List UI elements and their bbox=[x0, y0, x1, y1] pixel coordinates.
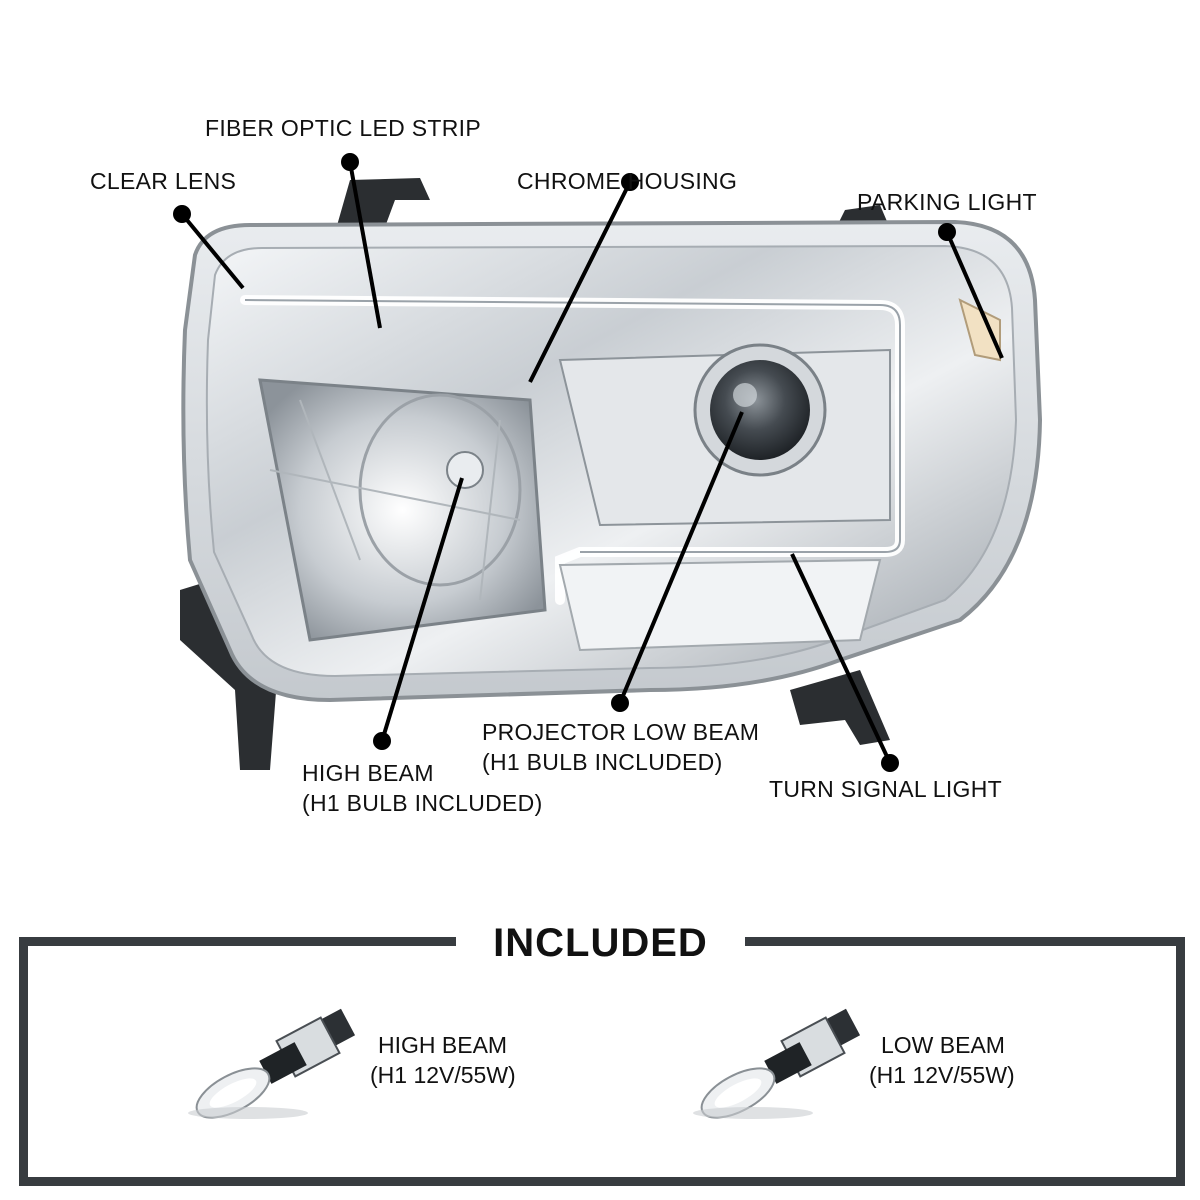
label-parking-light: PARKING LIGHT bbox=[857, 189, 1037, 215]
turn-signal-area bbox=[558, 558, 882, 652]
high-beam-reflector bbox=[258, 378, 547, 642]
included-frame-top-left bbox=[19, 937, 456, 946]
h1-bulb-icon bbox=[188, 1008, 356, 1119]
label-high-beam: HIGH BEAM (H1 BULB INCLUDED) bbox=[302, 758, 543, 818]
label-projector-line2: (H1 BULB INCLUDED) bbox=[482, 749, 723, 775]
parking-light-reflector bbox=[958, 298, 1001, 362]
h1-bulb-icon bbox=[693, 1008, 861, 1119]
included-frame-top-right bbox=[745, 937, 1176, 946]
label-projector-line1: PROJECTOR LOW BEAM bbox=[482, 719, 760, 745]
label-fiber-optic-led-strip: FIBER OPTIC LED STRIP bbox=[205, 115, 481, 141]
callout-leaders bbox=[173, 153, 1004, 772]
included-item-low-beam: LOW BEAM (H1 12V/55W) bbox=[869, 1030, 1015, 1090]
included-high-beam-line2: (H1 12V/55W) bbox=[370, 1062, 516, 1088]
included-low-beam-line1: LOW BEAM bbox=[881, 1032, 1005, 1058]
included-item-high-beam: HIGH BEAM (H1 12V/55W) bbox=[370, 1030, 516, 1090]
included-title: INCLUDED bbox=[493, 921, 708, 965]
included-low-beam-line2: (H1 12V/55W) bbox=[869, 1062, 1015, 1088]
label-chrome-housing: CHROME HOUSING bbox=[517, 168, 738, 194]
label-turn-signal-light: TURN SIGNAL LIGHT bbox=[769, 776, 1002, 802]
included-high-beam-line1: HIGH BEAM bbox=[378, 1032, 508, 1058]
label-clear-lens: CLEAR LENS bbox=[90, 168, 237, 194]
label-high-beam-line1: HIGH BEAM bbox=[302, 760, 434, 786]
projector-low-beam bbox=[558, 343, 891, 527]
label-projector-low-beam: PROJECTOR LOW BEAM (H1 BULB INCLUDED) bbox=[482, 717, 759, 777]
included-frame bbox=[19, 937, 1185, 1186]
headlight-illustration bbox=[173, 153, 1043, 772]
label-high-beam-line2: (H1 BULB INCLUDED) bbox=[302, 790, 543, 816]
